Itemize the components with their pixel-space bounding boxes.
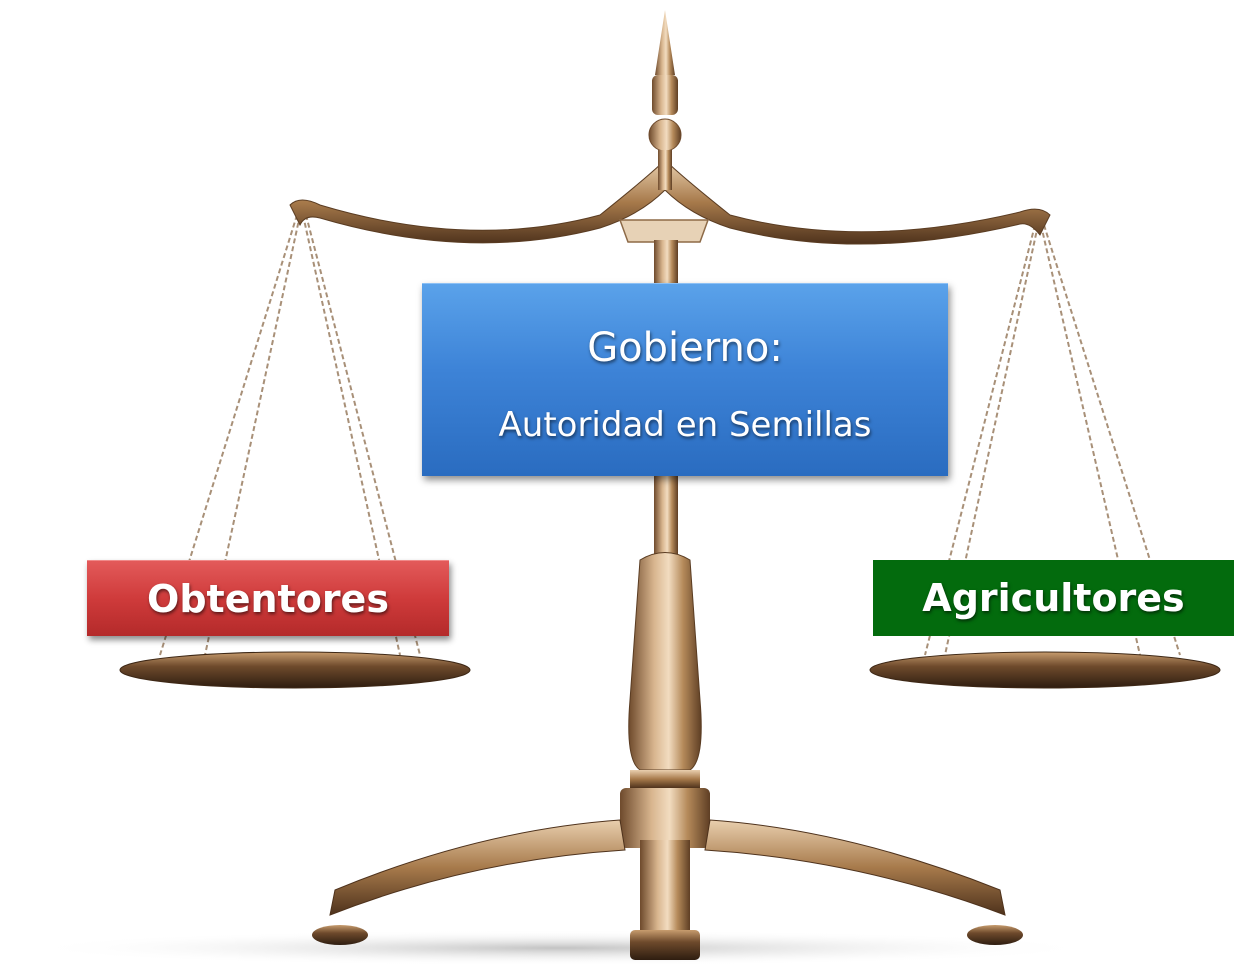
government-title: Gobierno: bbox=[587, 325, 783, 371]
scale-dial bbox=[618, 219, 710, 243]
farmers-label: Agricultores bbox=[922, 576, 1185, 620]
scale-base bbox=[329, 819, 626, 916]
farmers-box: Agricultores bbox=[873, 560, 1234, 636]
right-pan bbox=[869, 651, 1221, 689]
government-box: Gobierno: Autoridad en Semillas bbox=[422, 283, 948, 476]
left-pan bbox=[119, 651, 471, 689]
breeders-box: Obtentores bbox=[87, 560, 449, 636]
government-subtitle: Autoridad en Semillas bbox=[498, 405, 872, 445]
floor-shadow bbox=[20, 930, 1100, 966]
scale-finial bbox=[655, 10, 675, 75]
breeders-label: Obtentores bbox=[147, 577, 389, 621]
